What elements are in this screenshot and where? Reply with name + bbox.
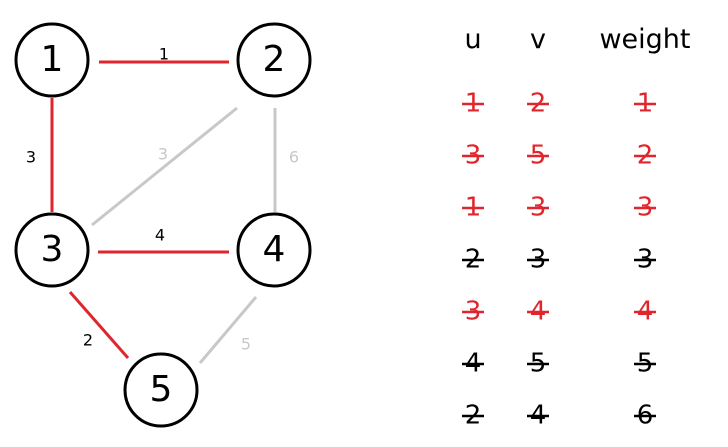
node-5 xyxy=(123,352,199,428)
edge-weight-label-4-5: 5 xyxy=(241,335,251,354)
node-label-2: 2 xyxy=(263,39,286,80)
node-label-3: 3 xyxy=(41,229,64,270)
edge-3-5 xyxy=(68,291,130,359)
edge-weight-label-1-3: 3 xyxy=(26,148,36,167)
edge-weight-label-3-4: 4 xyxy=(155,226,165,245)
edge-weight-label-3-5: 2 xyxy=(83,331,93,350)
node-4 xyxy=(236,212,312,288)
edge-2-3 xyxy=(91,106,238,227)
edge-4-5 xyxy=(198,296,258,364)
node-1 xyxy=(14,22,90,98)
node-2 xyxy=(236,22,312,98)
nodes-layer: 1 2 3 4 5 xyxy=(14,22,312,428)
header-v: v xyxy=(530,24,546,55)
edge-weight-label-2-3: 3 xyxy=(158,145,168,164)
edges-layer: 1 3 3 6 4 2 5 xyxy=(26,45,299,364)
node-label-5: 5 xyxy=(150,369,173,410)
node-label-4: 4 xyxy=(263,229,286,270)
edge-weight-label-1-2: 1 xyxy=(159,45,169,64)
node-3 xyxy=(14,212,90,288)
header-u: u xyxy=(464,24,481,55)
node-label-1: 1 xyxy=(41,39,64,80)
edge-weight-label-2-4: 6 xyxy=(289,148,299,167)
header-weight: weight xyxy=(599,24,690,55)
